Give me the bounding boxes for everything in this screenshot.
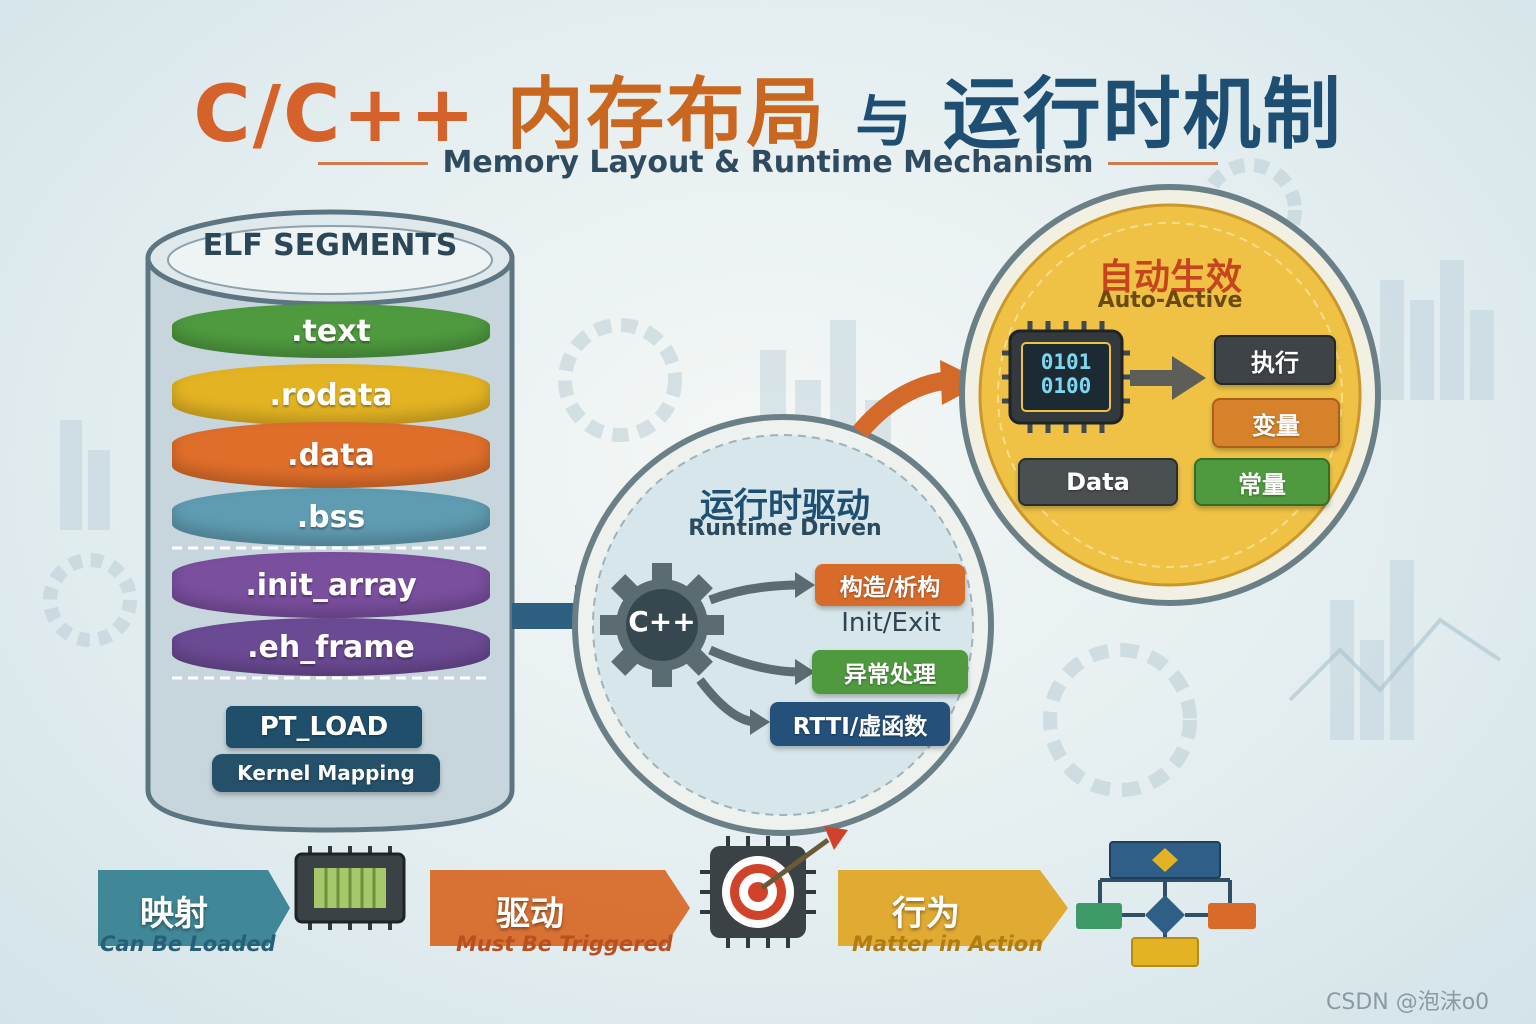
page-subtitle: Memory Layout & Runtime Mechanism bbox=[0, 145, 1536, 180]
flow-map-cn: 映射 bbox=[140, 894, 208, 934]
elf-header: ELF SEGMENTS bbox=[202, 228, 458, 263]
chip-line-1: 0101 bbox=[1040, 350, 1092, 374]
flowchart-icon bbox=[1076, 841, 1256, 967]
flow-drive-en: Must Be Triggered bbox=[456, 932, 673, 956]
chip-line-2: 0100 bbox=[1040, 374, 1092, 398]
pt-load-label: PT_LOAD bbox=[226, 706, 422, 748]
auto-title-en: Auto-Active bbox=[1097, 288, 1243, 313]
title-part-and: 与 bbox=[855, 90, 914, 155]
runtime-item-exception: 异常处理 bbox=[812, 650, 968, 694]
flow-drive-cn: 驱动 bbox=[496, 894, 564, 934]
memory-chip-icon bbox=[294, 846, 406, 930]
chip-arrow bbox=[1130, 356, 1206, 400]
kernel-mapping-label: Kernel Mapping bbox=[212, 754, 440, 792]
runtime-item-rtti-virtual: RTTI/虚函数 bbox=[770, 702, 950, 746]
cpp-gear-label: C++ bbox=[628, 605, 696, 638]
chip-binary-text: 0101 0100 bbox=[1024, 350, 1108, 398]
target-chip-icon bbox=[700, 826, 848, 948]
auto-item-execute: 执行 bbox=[1214, 335, 1336, 385]
runtime-title-cn: 运行时驱动 bbox=[700, 486, 870, 526]
segment-bss: .bss bbox=[172, 488, 490, 546]
background-bars bbox=[60, 260, 1494, 740]
auto-title-cn: 自动生效 bbox=[1097, 257, 1242, 298]
watermark: CSDN @泡沫o0 bbox=[1326, 990, 1490, 1015]
subtitle-text: Memory Layout & Runtime Mechanism bbox=[442, 145, 1094, 180]
flow-map-en: Can Be Loaded bbox=[100, 932, 276, 956]
page-title: C/C++ 内存布局 与 运行时机制 bbox=[0, 52, 1536, 164]
subtitle-right-arrow bbox=[1107, 162, 1218, 165]
segment-init-array: .init_array bbox=[172, 552, 490, 618]
flow-behavior-cn: 行为 bbox=[892, 894, 960, 934]
segment-eh-frame: .eh_frame bbox=[172, 618, 490, 676]
runtime-title-en: Runtime Driven bbox=[688, 516, 882, 541]
flow-behavior-en: Matter in Action bbox=[852, 932, 1044, 956]
runtime-item-ctor-dtor: 构造/析构 bbox=[815, 564, 965, 606]
auto-item-variable: 变量 bbox=[1212, 398, 1340, 448]
runtime-item-init-exit: Init/Exit bbox=[841, 608, 941, 638]
cpp-gear-icon bbox=[600, 563, 724, 687]
title-part-memory-layout: 内存布局 bbox=[506, 70, 827, 160]
background-gears bbox=[43, 158, 1302, 797]
segment-data: .data bbox=[172, 422, 490, 488]
subtitle-left-arrow bbox=[318, 162, 429, 165]
segment-text: .text bbox=[172, 304, 490, 358]
segment-rodata: .rodata bbox=[172, 364, 490, 426]
flow-band bbox=[98, 870, 1068, 946]
chip-icon bbox=[1002, 321, 1130, 433]
title-part-cpp: C/C++ bbox=[193, 70, 478, 160]
auto-item-constant: 常量 bbox=[1194, 458, 1330, 506]
title-part-runtime: 运行时机制 bbox=[942, 70, 1343, 160]
auto-item-data: Data bbox=[1018, 458, 1178, 506]
